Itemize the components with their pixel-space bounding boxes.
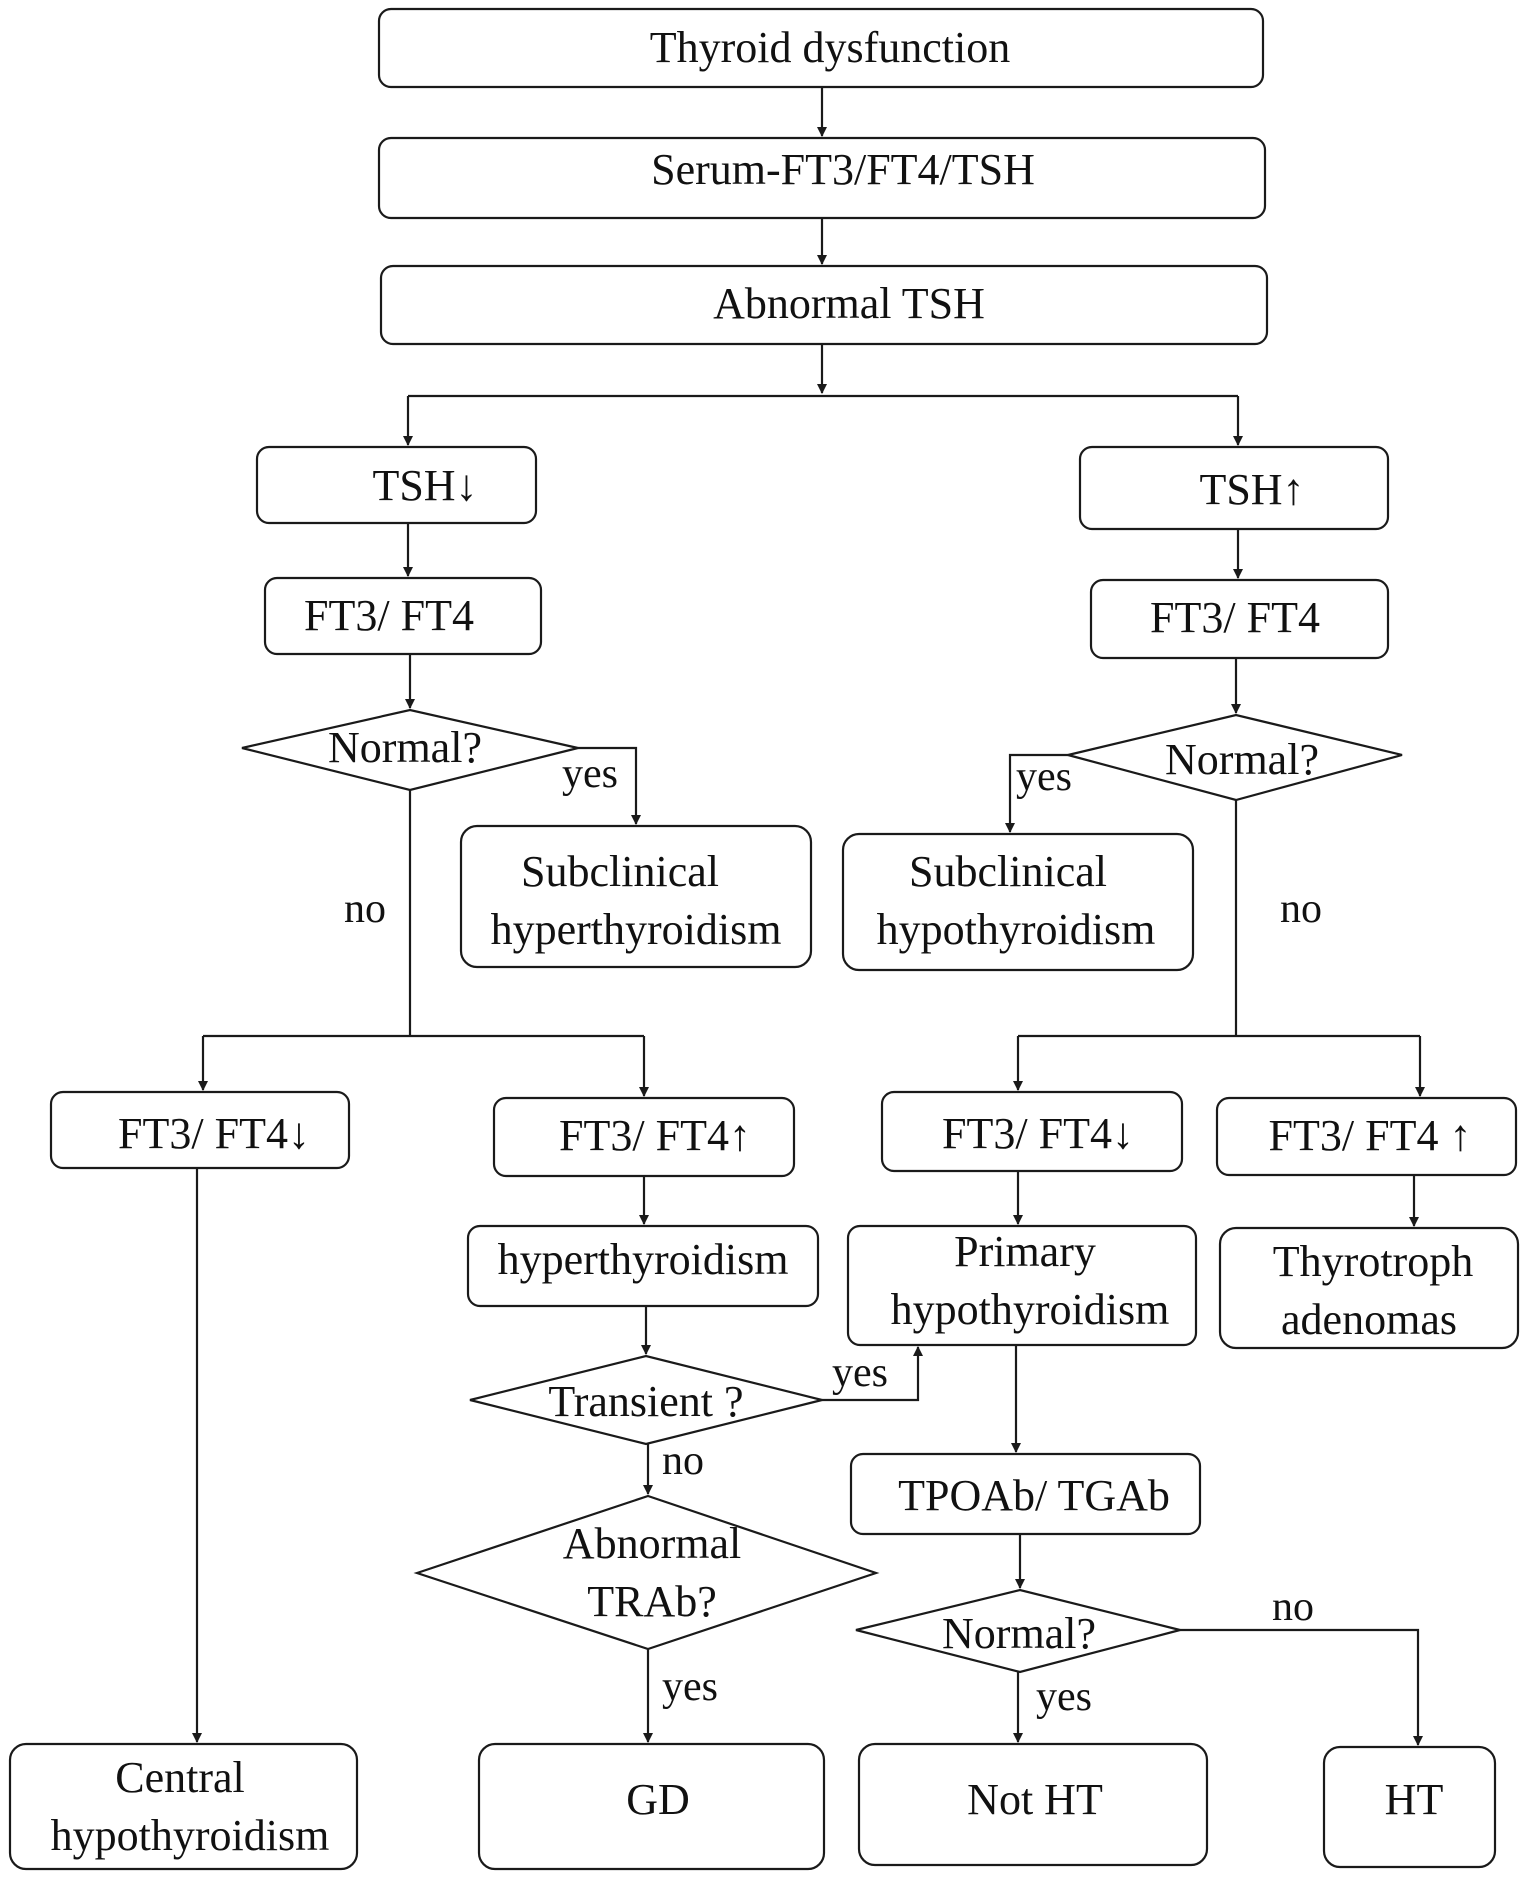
svg-text:Normal?: Normal? — [328, 723, 482, 772]
svg-text:GD: GD — [626, 1775, 690, 1824]
svg-text:TPOAb/ TGAb: TPOAb/ TGAb — [898, 1471, 1170, 1520]
node-ft3ft4-low-a: FT3/ FT4↓ — [49, 1090, 351, 1170]
node-gd: GD — [477, 1742, 826, 1871]
svg-text:TSH↑: TSH↑ — [1199, 465, 1304, 514]
svg-text:FT3/ FT4↑: FT3/ FT4↑ — [559, 1111, 751, 1160]
svg-text:hyperthyroidism: hyperthyroidism — [491, 905, 782, 954]
svg-text:hypothyroidism: hypothyroidism — [891, 1285, 1170, 1334]
arrow-transient-yes-to-primary — [822, 1346, 923, 1402]
node-primary-hypothyroidism: Primary hypothyroidism — [846, 1224, 1198, 1347]
node-thyrotroph-adenomas: Thyrotroph adenomas — [1218, 1226, 1520, 1350]
node-tsh-high: TSH↑ — [1078, 445, 1390, 531]
svg-text:TSH↓: TSH↓ — [372, 461, 477, 510]
svg-text:Normal?: Normal? — [1165, 735, 1319, 784]
svg-text:Subclinical: Subclinical — [909, 847, 1107, 896]
svg-text:Abnormal: Abnormal — [563, 1519, 741, 1568]
node-ft3ft4-right: FT3/ FT4 — [1089, 578, 1390, 660]
arrow-yes-to-subclinical-hyper — [578, 746, 641, 825]
svg-text:Thyroid dysfunction: Thyroid dysfunction — [650, 23, 1011, 72]
connectors — [192, 87, 1425, 1746]
svg-text:HT: HT — [1385, 1775, 1444, 1824]
node-ft3ft4-high-a: FT3/ FT4↑ — [492, 1096, 796, 1178]
arrow-normal-no-to-ht — [1180, 1628, 1423, 1746]
svg-text:FT3/ FT4↓: FT3/ FT4↓ — [118, 1109, 310, 1158]
svg-text:adenomas: adenomas — [1281, 1295, 1457, 1344]
label-yes-transient: yes — [832, 1350, 888, 1396]
svg-text:FT3/ FT4 ↑: FT3/ FT4 ↑ — [1269, 1111, 1472, 1160]
svg-text:FT3/ FT4: FT3/ FT4 — [1150, 593, 1320, 642]
node-tpoab-tgab: TPOAb/ TGAb — [849, 1452, 1202, 1536]
label-no-transient: no — [662, 1438, 704, 1484]
node-subclinical-hypothyroidism: Subclinical hypothyroidism — [841, 832, 1195, 972]
node-not-ht: Not HT — [857, 1742, 1209, 1867]
svg-text:Thyrotroph: Thyrotroph — [1273, 1237, 1473, 1286]
node-ft3ft4-left: FT3/ FT4 — [263, 576, 543, 656]
svg-text:FT3/ FT4↓: FT3/ FT4↓ — [942, 1109, 1134, 1158]
svg-text:Not HT: Not HT — [967, 1775, 1103, 1824]
decision-normal-bottom: Normal? — [855, 1588, 1181, 1674]
node-subclinical-hyperthyroidism: Subclinical hyperthyroidism — [459, 824, 813, 969]
label-yes-bottom: yes — [1036, 1674, 1092, 1720]
svg-text:hyperthyroidism: hyperthyroidism — [498, 1235, 789, 1284]
node-hyperthyroidism: hyperthyroidism — [466, 1224, 820, 1308]
svg-text:Abnormal TSH: Abnormal TSH — [713, 279, 985, 328]
svg-text:hypothyroidism: hypothyroidism — [877, 905, 1156, 954]
label-no-bottom: no — [1272, 1584, 1314, 1630]
arrow-yes-to-subclinical-hypo — [1005, 753, 1068, 833]
svg-text:Primary: Primary — [954, 1227, 1096, 1276]
node-central-hypothyroidism: Central hypothyroidism — [8, 1742, 359, 1871]
label-yes-trab: yes — [662, 1664, 718, 1710]
svg-text:FT3/ FT4: FT3/ FT4 — [304, 591, 474, 640]
svg-text:Subclinical: Subclinical — [521, 847, 719, 896]
svg-text:Serum-FT3/FT4/TSH: Serum-FT3/FT4/TSH — [651, 145, 1035, 194]
svg-text:Central: Central — [115, 1753, 245, 1802]
node-tsh-low: TSH↓ — [255, 445, 538, 525]
node-abnormal-tsh: Abnormal TSH — [379, 264, 1269, 346]
label-yes-right: yes — [1016, 754, 1072, 800]
label-yes-left: yes — [562, 751, 618, 797]
svg-text:Normal?: Normal? — [942, 1609, 1096, 1658]
decision-normal-right: Normal? — [1067, 713, 1403, 802]
node-thyroid-dysfunction: Thyroid dysfunction — [377, 7, 1265, 89]
decision-abnormal-trab: Abnormal TRAb? — [413, 1494, 880, 1651]
svg-text:TRAb?: TRAb? — [587, 1577, 717, 1626]
label-no-left: no — [344, 886, 386, 932]
decision-transient: Transient ? — [469, 1354, 823, 1446]
node-ft3ft4-high-b: FT3/ FT4 ↑ — [1215, 1096, 1518, 1177]
svg-text:Transient ?: Transient ? — [548, 1377, 743, 1426]
label-no-right: no — [1280, 886, 1322, 932]
edge-labels: yes no yes no yes no yes no yes — [344, 751, 1322, 1720]
node-ht: HT — [1322, 1745, 1497, 1869]
node-ft3ft4-low-b: FT3/ FT4↓ — [880, 1090, 1184, 1173]
decision-normal-left: Normal? — [241, 708, 579, 792]
svg-text:hypothyroidism: hypothyroidism — [51, 1811, 330, 1860]
node-serum-test: Serum-FT3/FT4/TSH — [377, 136, 1267, 220]
